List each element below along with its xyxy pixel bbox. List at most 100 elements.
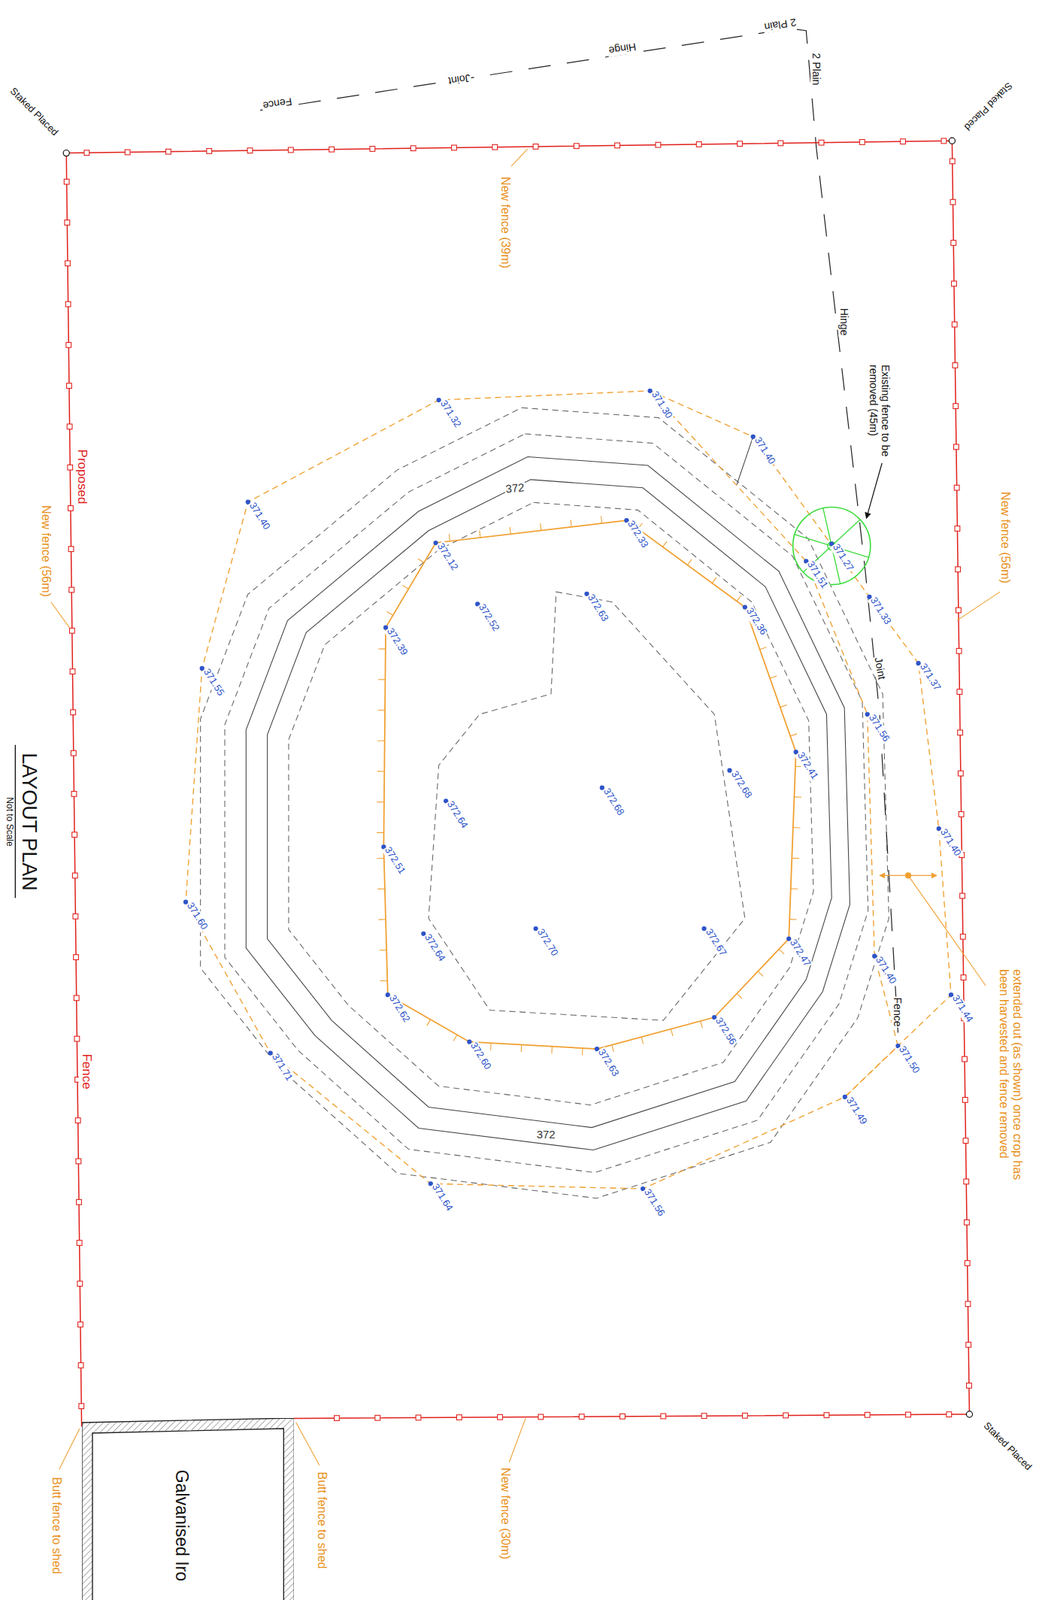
- spot-level: 372.64: [421, 931, 449, 964]
- spot-level: 372.33: [624, 517, 652, 551]
- fence-post: [410, 145, 416, 152]
- fence-post: [334, 1415, 340, 1421]
- fence-post: [69, 627, 75, 634]
- fence-post: [65, 260, 71, 267]
- batter-tick: [711, 577, 717, 584]
- fence-post: [69, 669, 76, 675]
- plan-note: Not to Scale: [3, 796, 15, 847]
- plan-note: New fence (39m): [498, 175, 512, 270]
- fence-post: [964, 1260, 970, 1267]
- crop-boundary: [185, 390, 952, 1189]
- plan-note: Fence: [79, 1052, 95, 1090]
- plan-note: Butt fence to shed: [314, 1471, 328, 1570]
- plan-note: Joint: [872, 655, 889, 682]
- fence-post: [533, 144, 539, 150]
- existing-fence: [260, 28, 898, 1033]
- fence-post: [742, 1412, 748, 1418]
- crop-boundary: [650, 390, 899, 1097]
- batter-tick: [380, 980, 388, 982]
- shed-label: Galvanised Iro: [171, 1469, 191, 1582]
- fence-post: [957, 729, 964, 736]
- batter-tick: [378, 678, 386, 680]
- plan-note: Staked Placed: [960, 79, 1015, 134]
- fence-post: [941, 138, 947, 144]
- fence-post: [737, 141, 743, 147]
- fence-post: [329, 146, 335, 152]
- batter-tick: [378, 709, 386, 711]
- fence-post: [415, 1414, 422, 1421]
- fence-post: [864, 1411, 870, 1418]
- contour-line: [428, 591, 746, 1021]
- fence-post: [78, 1403, 85, 1409]
- stake-marker: [966, 1411, 973, 1418]
- fence-post: [76, 1240, 82, 1246]
- fence-post: [818, 139, 824, 146]
- leader-line: [957, 591, 1000, 621]
- spot-level: 372.64: [444, 798, 471, 831]
- batter-tick: [377, 740, 385, 742]
- fence-post: [946, 1411, 952, 1418]
- fence-post: [954, 484, 960, 491]
- plan-title: LAYOUT PLAN: [16, 751, 40, 892]
- fence-post: [660, 1413, 667, 1419]
- leader-line: [296, 1422, 320, 1466]
- fence-post: [620, 1413, 626, 1419]
- fence-post: [966, 1341, 972, 1348]
- plan-note: 2 Plain: [810, 52, 823, 87]
- plan-note: Hinge: [607, 40, 639, 58]
- fence-post: [72, 872, 78, 879]
- spot-level: 371.37: [916, 660, 943, 694]
- fence-post: [67, 464, 73, 470]
- plan-note: New fence (56m): [39, 504, 53, 598]
- fence-post: [965, 1301, 971, 1307]
- spot-level: 371.71: [268, 1051, 295, 1084]
- batter-tick: [453, 1034, 458, 1041]
- plan-note: Fence: [261, 95, 294, 113]
- fence-post: [73, 995, 79, 1001]
- tree-spoke: [831, 519, 861, 546]
- fence-post: [72, 913, 79, 919]
- batter-tick: [378, 918, 386, 920]
- spot-level: 372.47: [787, 936, 814, 970]
- plan-note: New fence (30m): [498, 1466, 512, 1560]
- batter-tick: [700, 1020, 703, 1028]
- batter-tick: [376, 857, 384, 859]
- contour-line: [736, 436, 754, 485]
- spot-level: 372.52: [475, 601, 503, 634]
- spot-level: 372.67: [702, 926, 729, 959]
- plan-note: Butt fence to shed: [48, 1475, 63, 1575]
- fence-post: [247, 148, 253, 154]
- plan-note: Proposed: [74, 448, 90, 505]
- fence-post: [78, 1321, 84, 1327]
- fence-post: [823, 1412, 830, 1418]
- fence-post: [71, 791, 77, 797]
- batter-tick: [601, 516, 603, 524]
- spot-level: 372.63: [595, 1046, 622, 1079]
- fence-post: [73, 954, 79, 961]
- batter-tick: [736, 595, 742, 602]
- fence-post: [964, 1219, 970, 1225]
- fence-post: [905, 1411, 912, 1418]
- batter-tick: [793, 796, 801, 797]
- fence-post: [70, 709, 76, 715]
- spot-level: 371.50: [896, 1043, 923, 1076]
- plan-note: extended out (as shown) once crop has be…: [996, 968, 1024, 1211]
- tree-canopy: [793, 506, 871, 585]
- batter-tick: [379, 949, 387, 951]
- batter-tick: [791, 857, 799, 859]
- batter-tick: [581, 1048, 584, 1055]
- spot-level: 371.51: [804, 558, 831, 591]
- batter-tick: [509, 527, 511, 534]
- fence-post: [958, 811, 964, 818]
- spot-level: 372.70: [533, 926, 561, 959]
- fence-post: [66, 383, 73, 389]
- tree-spoke: [794, 534, 832, 546]
- fence-post: [84, 150, 90, 156]
- batter-tick: [769, 675, 777, 679]
- spot-level: 372.62: [385, 992, 412, 1025]
- fence-post: [655, 142, 661, 148]
- spot-level: 372.51: [381, 844, 409, 877]
- fence-post: [949, 158, 955, 164]
- fence-post: [900, 139, 906, 145]
